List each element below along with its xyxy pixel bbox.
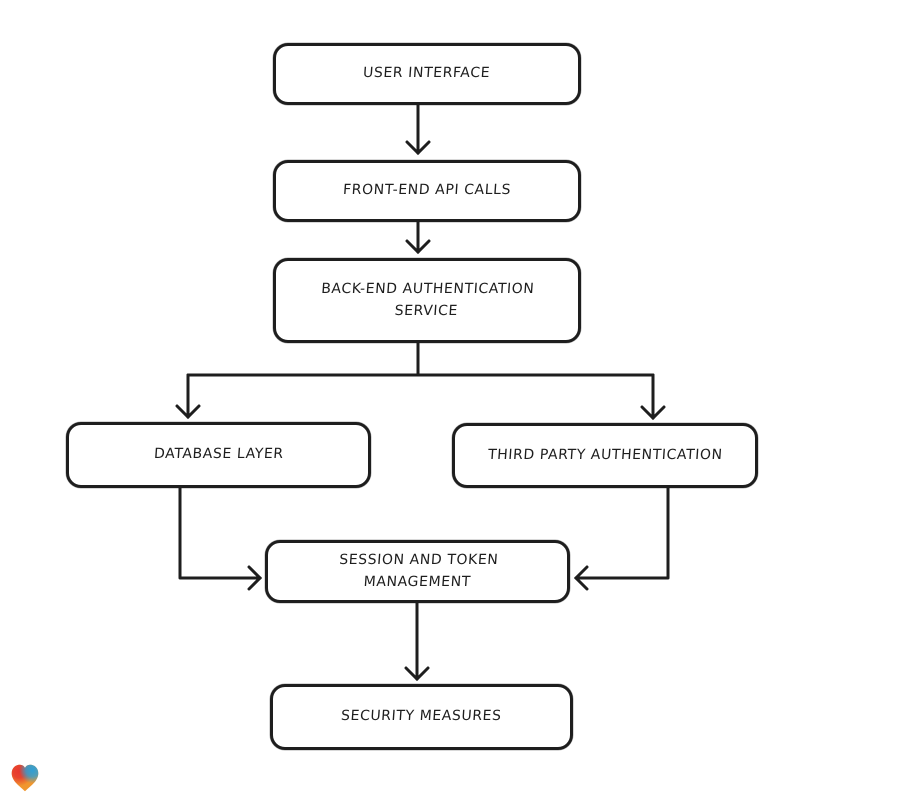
edge-thirdparty-to-session [573, 486, 670, 591]
node-user-interface[interactable]: USER INTERFACE [273, 43, 581, 105]
node-label: FRONT-END API CALLS [342, 182, 512, 199]
node-label: BACK-END AUTHENTICATION SERVICE [320, 280, 535, 319]
eraser-heart-logo[interactable] [8, 761, 42, 795]
edge-database-to-session [178, 486, 263, 591]
node-label: DATABASE LAYER [153, 446, 284, 463]
node-back-end-authentication-service[interactable]: BACK-END AUTHENTICATION SERVICE [273, 258, 581, 343]
node-security-measures[interactable]: SECURITY MEASURES [270, 684, 573, 750]
node-label: SECURITY MEASURES [340, 708, 503, 725]
node-front-end-api-calls[interactable]: FRONT-END API CALLS [273, 160, 581, 222]
node-third-party-authentication[interactable]: THIRD PARTY AUTHENTICATION [452, 423, 758, 488]
node-database-layer[interactable]: DATABASE LAYER [66, 422, 371, 488]
node-session-and-token-management[interactable]: SESSION AND TOKEN MANAGEMENT [265, 540, 570, 603]
node-label: SESSION AND TOKEN MANAGEMENT [338, 551, 499, 590]
node-label: THIRD PARTY AUTHENTICATION [487, 446, 723, 463]
node-label: USER INTERFACE [362, 65, 492, 82]
